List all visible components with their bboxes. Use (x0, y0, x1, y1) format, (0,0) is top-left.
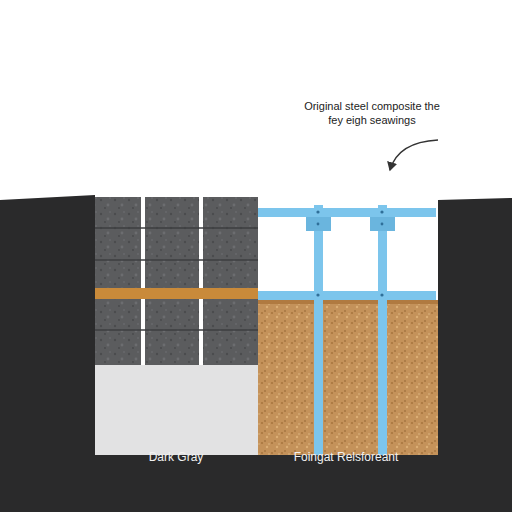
bolts (316, 210, 383, 296)
concrete-base (95, 365, 258, 455)
block-columns (95, 197, 258, 365)
steel-frame (258, 205, 436, 455)
callout-note: Original steel composite the fey eigh se… (304, 100, 440, 128)
callout-arrow (390, 140, 438, 170)
soil-edge (258, 300, 438, 304)
soil-fill (258, 300, 438, 455)
section-label: Foingat Relsforeant (261, 450, 431, 465)
ground (0, 195, 512, 512)
section-label: Dark Gray (101, 450, 251, 465)
